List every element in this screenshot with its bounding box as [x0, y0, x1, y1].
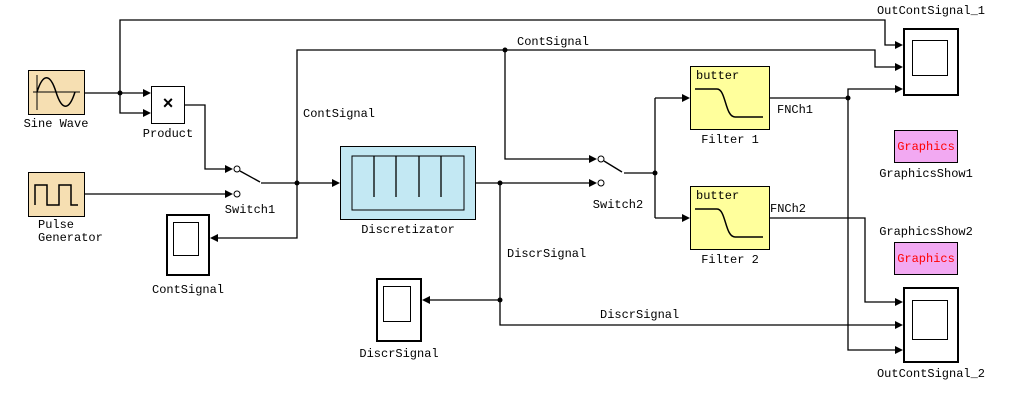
label-filter1: Filter 1: [701, 133, 759, 147]
wire-sine-to-outscope1[interactable]: [119, 19, 898, 93]
graphics1-text: Graphics: [897, 139, 955, 154]
label-product: Product: [142, 127, 194, 141]
scope-contsignal[interactable]: [166, 214, 210, 276]
wires: [85, 19, 898, 351]
switch2-symbol[interactable]: [597, 155, 623, 187]
block-graphics-show1[interactable]: Graphics: [894, 130, 958, 163]
signal-label-discrsignal-mid: DiscrSignal: [507, 247, 587, 261]
signal-label-discrsignal-bottom: DiscrSignal: [600, 308, 680, 322]
input-port-arrowheads-right: [143, 41, 903, 354]
pulse-wave-icon: [34, 184, 78, 206]
sine-wave-icon: [33, 75, 80, 110]
block-sine-wave[interactable]: [28, 70, 85, 115]
label-scope-outcontsignal-2: OutContSignal_2: [876, 367, 986, 381]
block-product[interactable]: ×: [151, 86, 185, 124]
label-sine-wave: Sine Wave: [23, 117, 89, 131]
switch1-contact-bottom: [233, 190, 241, 198]
scope-discrsignal[interactable]: [376, 278, 422, 342]
wire-discrsignal-to-outscope2[interactable]: [499, 183, 898, 326]
switch1-contact-top: [233, 165, 241, 173]
wire-contsignal-to-switch2[interactable]: [504, 50, 593, 160]
wire-product-to-switch1[interactable]: [185, 104, 229, 170]
signal-label-fnch2: FNCh2: [770, 202, 807, 216]
switch2-lever: [603, 160, 623, 173]
wire-contsignal-to-scope[interactable]: [215, 183, 298, 239]
label-graphics-show1: GraphicsShow1: [879, 167, 973, 181]
label-pulse-generator-line1: Pulse: [38, 218, 75, 232]
block-pulse-generator[interactable]: [28, 172, 85, 217]
scope-screen: [912, 300, 948, 340]
junction-dot: [497, 180, 503, 186]
junction-dot: [652, 170, 658, 176]
junction-dot: [502, 47, 508, 53]
label-discretizator: Discretizator: [361, 223, 455, 237]
label-pulse-generator: Pulse Generator: [38, 219, 103, 245]
wire-sine-to-product-in2[interactable]: [119, 93, 146, 114]
scope-screen: [173, 222, 199, 256]
label-pulse-generator-line2: Generator: [38, 231, 103, 245]
label-scope-outcontsignal-1: OutContSignal_1: [876, 4, 986, 18]
lowpass-curve-icon: [695, 88, 763, 118]
label-switch1: Switch1: [224, 203, 276, 217]
junction-dots: [117, 47, 851, 303]
label-graphics-show2: GraphicsShow2: [879, 225, 973, 239]
signal-label-contsignal-top: ContSignal: [517, 35, 590, 49]
switch1-symbol[interactable]: [233, 165, 261, 198]
block-graphics-show2[interactable]: Graphics: [894, 242, 958, 275]
wire-fnch1-to-outscope2[interactable]: [847, 98, 898, 351]
graphics2-text: Graphics: [897, 251, 955, 266]
scope-screen: [912, 40, 948, 76]
switch2-contact-top: [597, 155, 605, 163]
filter2-butter-text: butter: [696, 189, 740, 203]
input-port-arrowheads-left: [210, 234, 430, 304]
impulse-comb-icon: [351, 155, 465, 211]
label-scope-contsignal: ContSignal: [151, 283, 225, 297]
block-filter2[interactable]: butter: [690, 186, 770, 250]
switch1-lever: [239, 170, 261, 183]
label-scope-discrsignal: DiscrSignal: [359, 347, 439, 361]
scope-screen: [383, 286, 411, 322]
switch2-contact-bottom: [597, 179, 605, 187]
label-filter2: Filter 2: [701, 253, 759, 267]
junction-dot: [117, 90, 123, 96]
wire-fnch2-to-outscope2[interactable]: [770, 217, 898, 303]
junction-dot: [845, 95, 851, 101]
signal-label-contsignal-mid: ContSignal: [303, 107, 376, 121]
signal-label-fnch1: FNCh1: [777, 103, 814, 117]
filter1-butter-text: butter: [696, 69, 740, 83]
junction-dot: [497, 297, 503, 303]
block-discretizator[interactable]: [340, 146, 476, 220]
junction-dot: [294, 180, 300, 186]
wire-contsignal-to-outscope1[interactable]: [296, 49, 898, 183]
block-filter1[interactable]: butter: [690, 66, 770, 130]
lowpass-curve-icon: [695, 208, 763, 238]
scope-outcontsignal-1[interactable]: [903, 28, 959, 96]
multiply-icon: ×: [162, 95, 174, 115]
label-switch2: Switch2: [592, 198, 644, 212]
scope-outcontsignal-2[interactable]: [903, 287, 959, 363]
wire-fnch1-to-outscope1[interactable]: [847, 88, 898, 98]
